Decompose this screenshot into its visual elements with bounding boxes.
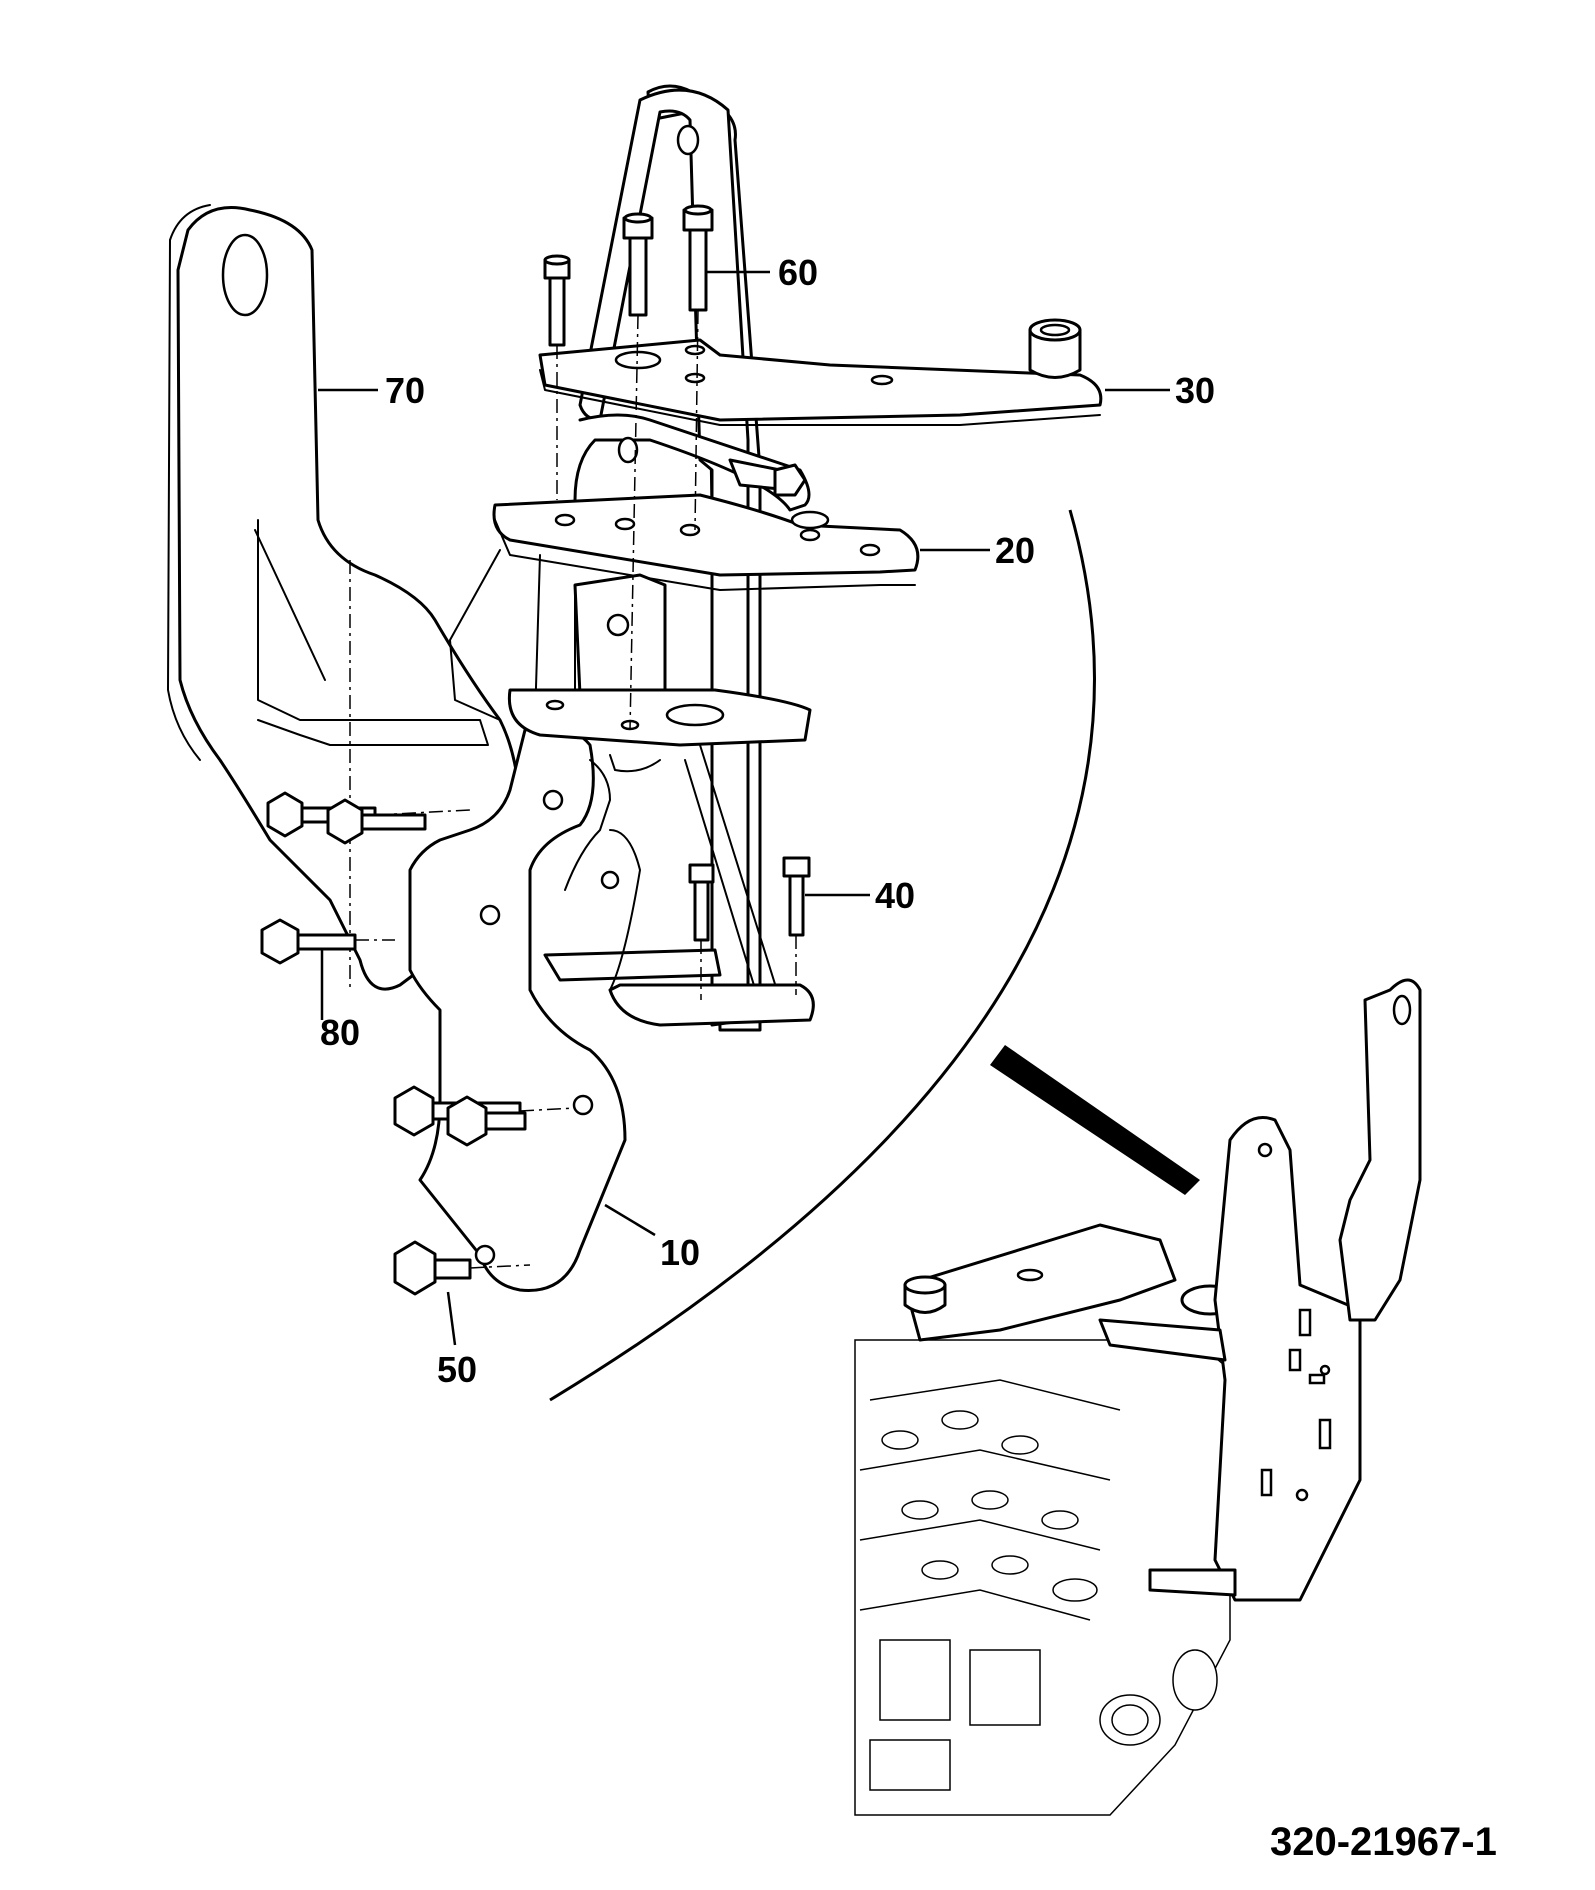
bolt-40a xyxy=(688,863,715,942)
drawing-number: 320-21967-1 xyxy=(1270,1820,1497,1864)
side-link xyxy=(573,413,811,512)
bolt-60c xyxy=(682,204,714,312)
leader-lines xyxy=(318,270,1170,1346)
vertical-lifting-plate xyxy=(578,84,762,1032)
part-40-bolts xyxy=(688,856,811,1000)
callout-50: 50 xyxy=(437,1349,477,1390)
installed-top-plate xyxy=(903,1223,1240,1342)
callouts: 70 30 20 60 40 80 50 10 xyxy=(320,252,1215,1390)
part-80-bolts xyxy=(260,791,471,965)
part-20-plate xyxy=(492,493,920,591)
callout-70: 70 xyxy=(385,370,425,411)
part-70-lifting-bracket xyxy=(167,204,522,991)
bolt-50b xyxy=(446,1095,527,1147)
callout-60: 60 xyxy=(778,252,818,293)
callout-30: 30 xyxy=(1175,370,1215,411)
bolt-80b xyxy=(326,798,427,845)
bolt-80c xyxy=(260,918,357,965)
part-50-bolts xyxy=(393,1085,576,1296)
callout-10: 10 xyxy=(660,1232,700,1273)
callout-20: 20 xyxy=(995,530,1035,571)
mounting-block xyxy=(449,549,667,721)
installed-view xyxy=(854,978,1422,1816)
bolt-60a xyxy=(543,254,571,347)
bolt-40b xyxy=(782,856,811,937)
detail-view-boundary xyxy=(549,509,1200,1402)
part-30-top-plate xyxy=(538,318,1103,426)
callout-40: 40 xyxy=(875,875,915,916)
part-60-bolts xyxy=(543,204,714,731)
callout-80: 80 xyxy=(320,1012,360,1053)
engine-head-grid xyxy=(859,1379,1218,1791)
lower-bracket xyxy=(543,829,815,1027)
part-10-mounting-plate xyxy=(408,725,627,1292)
bolt-50c xyxy=(393,1240,472,1296)
installed-vertical-plate xyxy=(1098,978,1422,1602)
lower-plate xyxy=(507,688,812,1006)
bolt-60b xyxy=(622,212,654,317)
